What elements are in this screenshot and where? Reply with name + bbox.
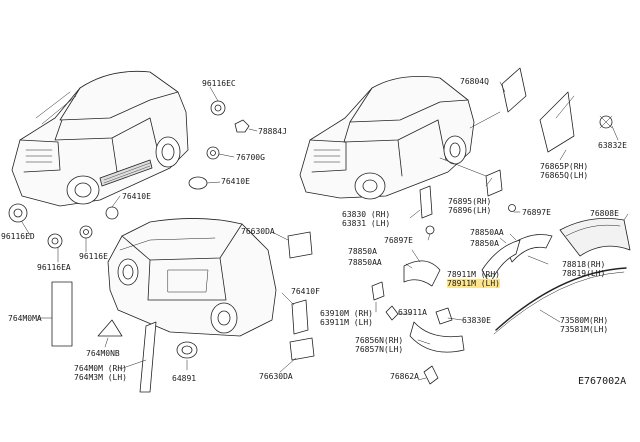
callout-76410F: 76410F (291, 287, 320, 296)
callout-96116ED: 96116ED (1, 232, 35, 241)
vehicle-2-leader-lines (37, 231, 297, 373)
callout-76410E-mid: 76410E (122, 192, 151, 201)
callout-78850AA-right: 78850AA (470, 228, 504, 237)
callout-76895-pair: 76895(RH) 76896(LH) (448, 197, 492, 215)
vehicle-1-parts (8, 100, 250, 249)
callout-63830-pair: 63830 (RH) 63831 (LH) (342, 210, 391, 228)
callout-96116EA: 96116EA (37, 263, 71, 272)
callout-64891: 64891 (172, 374, 197, 383)
callout-76897E-left: 76897E (384, 236, 413, 245)
callout-78911M-rh: 78911M (RH) (447, 270, 500, 279)
wheel-arch-liner-parts (371, 185, 631, 385)
callout-76630DA-top: 76630DA (241, 227, 275, 236)
callout-76808E: 76808E (590, 209, 619, 218)
right-group-leader-lines (375, 81, 629, 381)
callout-78850A-left: 78850A (348, 247, 377, 256)
callout-78850A-right: 78850A (470, 239, 499, 248)
vehicle-2-parts (51, 231, 315, 393)
callout-76865P-pair: 76865P(RH) 76865Q(LH) (540, 162, 589, 180)
diagram-id: E767002A (578, 376, 627, 387)
callout-73580M-pair: 73580M(RH) 73581M(LH) (560, 316, 609, 334)
callout-76897E-right: 76897E (522, 208, 551, 217)
callout-76856N-pair: 76856N(RH) 76857N(LH) (355, 336, 404, 354)
callout-76804Q: 76804Q (460, 77, 489, 86)
callout-76410E-top: 76410E (221, 177, 250, 186)
vehicle-3-leader-lines (439, 111, 501, 177)
callout-78884J: 78884J (258, 127, 287, 136)
callout-63830E: 63830E (462, 316, 491, 325)
callout-764M0NB: 764M0NB (86, 349, 120, 358)
vehicle-rear-view-illustration (107, 218, 277, 337)
callout-764M0M-pair: 764M0M (RH) 764M3M (LH) (74, 364, 127, 382)
callout-63910M-pair: 63910M (RH) 63911M (LH) (320, 309, 373, 327)
callout-76862A: 76862A (390, 372, 419, 381)
callout-76630DA-bottom: 76630DA (259, 372, 293, 381)
callout-63832E: 63832E (598, 141, 627, 150)
callout-78818-pair: 78818(RH) 78819(LH) (562, 260, 606, 278)
callout-764M0MA: 764M0MA (8, 314, 42, 323)
callout-96116E: 96116E (79, 252, 108, 261)
rear-panel-parts (485, 67, 613, 212)
vehicle-1-leader-lines (21, 86, 258, 263)
callout-76700G: 76700G (236, 153, 265, 162)
vehicle-front-view-illustration (11, 71, 189, 207)
vehicle-center-view-illustration (299, 76, 475, 200)
callout-63911A: 63911A (398, 308, 427, 317)
callout-78850AA-left: 78850AA (348, 258, 382, 267)
callout-96116EC: 96116EC (202, 79, 236, 88)
callout-78911M-lh-highlighted: 78911M (LH) (447, 279, 500, 288)
